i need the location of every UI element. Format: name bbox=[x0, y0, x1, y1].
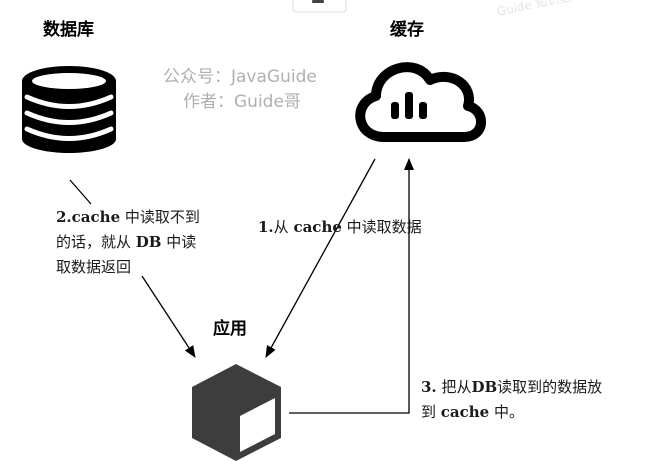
fallback-line2-rest: 中读 bbox=[161, 233, 196, 251]
read-cache-part1: 从 bbox=[274, 218, 294, 236]
write-cache-label-line-2: 到 cache 中。 bbox=[421, 403, 524, 421]
cloud-chart-icon bbox=[355, 62, 486, 142]
write-cache-keyword: cache bbox=[441, 403, 489, 421]
fallback-db-label: 2.cache 中读取不到 的话，就从 DB 中读 取数据返回 bbox=[56, 208, 200, 276]
fallback-cache-keyword: cache bbox=[72, 208, 120, 226]
app-to-cache-arrow bbox=[289, 158, 414, 414]
watermark-line-2: 作者：Guide哥 bbox=[183, 92, 301, 112]
database-title: 数据库 bbox=[43, 19, 94, 40]
app-title: 应用 bbox=[213, 318, 247, 339]
read-cache-label: 1.从 cache 中读取数据 bbox=[258, 218, 422, 236]
database-icon bbox=[22, 66, 116, 153]
write-line2-start: 到 bbox=[421, 403, 441, 421]
write-step: 3. bbox=[421, 378, 437, 396]
write-cache-label-line-1: 3. 把从DB读取到的数据放 bbox=[421, 378, 602, 396]
top-tab-fragment bbox=[292, 0, 347, 13]
write-line1-rest: 读取到的数据放 bbox=[497, 378, 602, 396]
fallback-line2-start: 的话，就从 bbox=[56, 233, 136, 251]
write-cache-label: 3. 把从DB读取到的数据放 到 cache 中。 bbox=[421, 378, 602, 421]
write-line1-start: 把从 bbox=[437, 378, 472, 396]
write-line2-rest: 中。 bbox=[489, 403, 524, 421]
fallback-line1-rest: 中读取不到 bbox=[120, 208, 200, 226]
fallback-db-label-line-3: 取数据返回 bbox=[56, 258, 131, 276]
cache-to-app-arrow bbox=[265, 158, 376, 358]
cube-icon bbox=[192, 364, 281, 461]
write-db-keyword: DB bbox=[471, 378, 497, 396]
fallback-db-label-line-1: 2.cache 中读取不到 bbox=[56, 208, 200, 226]
cache-title: 缓存 bbox=[390, 19, 424, 40]
corner-watermark: Guide 知识星球 bbox=[496, 0, 584, 19]
fallback-step: 2. bbox=[56, 208, 72, 226]
db-to-app-arrow bbox=[141, 275, 196, 358]
read-cache-part2: 中读取数据 bbox=[342, 218, 422, 236]
read-cache-step: 1. bbox=[258, 218, 274, 236]
fallback-db-label-line-2: 的话，就从 DB 中读 bbox=[56, 233, 196, 251]
db-to-app-line-top bbox=[69, 179, 92, 205]
fallback-db-keyword: DB bbox=[136, 233, 162, 251]
read-cache-keyword: cache bbox=[293, 218, 341, 236]
watermark-line-1: 公众号：JavaGuide bbox=[163, 67, 317, 87]
